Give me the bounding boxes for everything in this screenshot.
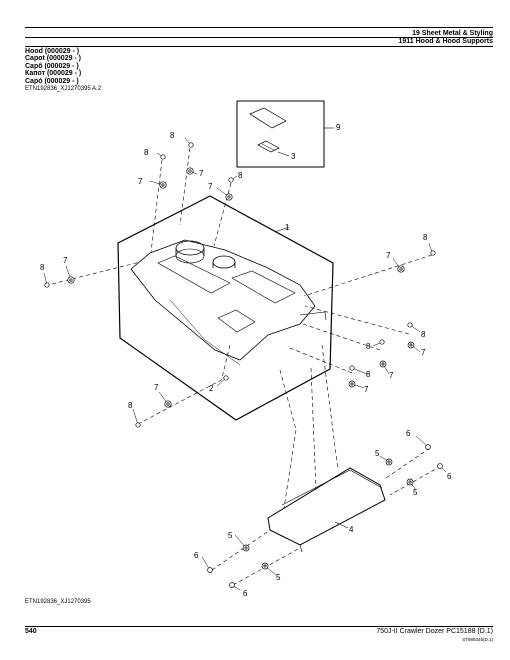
callout-5: 5 bbox=[375, 449, 380, 458]
callout-7: 7 bbox=[208, 182, 213, 191]
callout-8: 8 bbox=[366, 342, 371, 351]
callout-5: 5 bbox=[276, 573, 281, 582]
part-name-fr: Capot (000029 - ) bbox=[25, 55, 82, 63]
document-code: ST989345(D.1) bbox=[462, 637, 493, 642]
callout-7: 7 bbox=[389, 371, 394, 380]
header-mid-rule bbox=[25, 37, 493, 38]
part-name-pt: Capô (000029 - ) bbox=[25, 62, 79, 70]
callout-8: 8 bbox=[421, 330, 426, 339]
callout-7: 7 bbox=[138, 177, 143, 186]
callout-8: 8 bbox=[144, 148, 149, 157]
callout-7: 7 bbox=[63, 256, 68, 265]
footer-rule bbox=[25, 626, 493, 627]
callout-6: 6 bbox=[243, 589, 248, 598]
callout-5: 5 bbox=[413, 488, 418, 497]
callout-8: 8 bbox=[170, 131, 175, 140]
callout-7: 7 bbox=[386, 251, 391, 260]
clip-part bbox=[257, 140, 280, 153]
plate-part bbox=[249, 107, 287, 129]
callout-2: 2 bbox=[209, 384, 214, 393]
callout-7: 7 bbox=[154, 383, 159, 392]
callout-6: 6 bbox=[406, 429, 411, 438]
callout-7: 7 bbox=[364, 385, 369, 394]
callout-3: 3 bbox=[291, 152, 296, 161]
group-title: 1911 Hood & Hood Supports bbox=[398, 38, 493, 45]
figure-ref-top: ETN192836_XJ1270395 A.2 bbox=[25, 86, 102, 92]
part-name-en: Hood (000029 - ) bbox=[25, 48, 80, 55]
part-names: Hood (000029 - ) Capot (000029 - ) Capô … bbox=[25, 48, 81, 85]
callout-4: 4 bbox=[349, 525, 354, 534]
callout-9: 9 bbox=[336, 123, 341, 132]
part-name-ru: Капот (000029 - ) bbox=[25, 70, 82, 78]
callout-8: 8 bbox=[238, 171, 243, 180]
callout-8: 8 bbox=[366, 370, 371, 379]
callout-5: 5 bbox=[228, 531, 233, 540]
figure-ref-bottom: ETN192836_XJ1270395 bbox=[25, 599, 91, 605]
header-bottom-rule bbox=[25, 46, 493, 47]
part-name-es: Capó (000029 - ) bbox=[25, 77, 79, 85]
book-title: 750J-II Crawler Dozer PC15188 (D.1) bbox=[376, 628, 493, 635]
detail-box bbox=[236, 100, 325, 168]
callout-7: 7 bbox=[421, 348, 426, 357]
callout-8: 8 bbox=[128, 401, 133, 410]
hood-body bbox=[117, 195, 334, 421]
callout-6: 6 bbox=[447, 472, 452, 481]
callout-6: 6 bbox=[194, 551, 199, 560]
page-number: 540 bbox=[25, 628, 37, 635]
callout-8: 8 bbox=[40, 263, 45, 272]
callout-7: 7 bbox=[199, 169, 204, 178]
header-top-rule bbox=[25, 27, 493, 28]
callout-8: 8 bbox=[423, 233, 428, 242]
callout-1: 1 bbox=[285, 223, 290, 232]
section-title: 19 Sheet Metal & Styling bbox=[412, 30, 493, 37]
